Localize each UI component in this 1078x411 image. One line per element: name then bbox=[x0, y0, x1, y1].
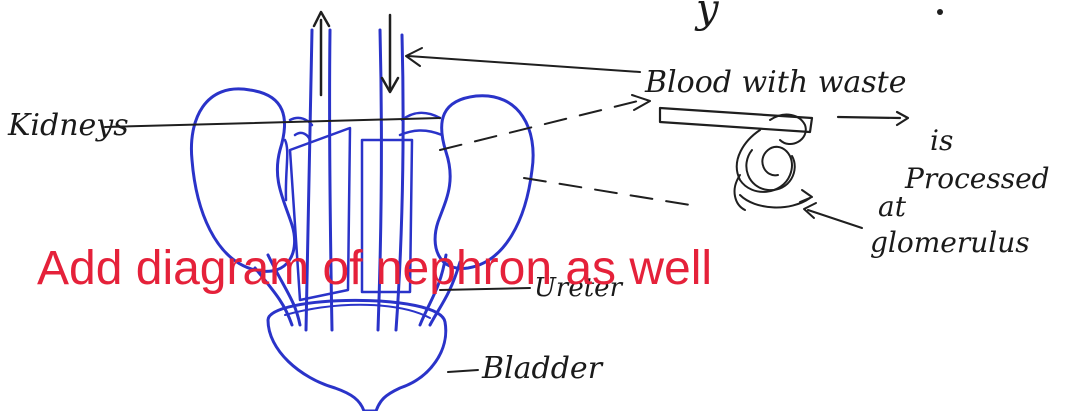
label-at: at bbox=[878, 190, 907, 223]
bladder-pointer bbox=[448, 370, 478, 372]
label-is: is bbox=[930, 124, 953, 157]
label-blood-with-waste: Blood with waste bbox=[644, 65, 906, 100]
review-annotation: Add diagram of nephron as well bbox=[37, 240, 777, 297]
blood-pointer bbox=[408, 56, 640, 72]
label-kidneys: Kidneys bbox=[7, 108, 129, 143]
kidneys-pointer bbox=[105, 118, 440, 127]
flow-arrows bbox=[314, 12, 398, 95]
kidney-to-glomerulus-dashes bbox=[440, 95, 690, 205]
label-processed: Processed bbox=[904, 162, 1050, 195]
bladder-shape bbox=[268, 300, 446, 411]
label-glomerulus: glomerulus bbox=[870, 226, 1030, 259]
glomerulus-sketch bbox=[660, 108, 908, 210]
title-dot bbox=[937, 9, 943, 15]
label-bladder: Bladder bbox=[481, 351, 604, 386]
glomerulus-pointer bbox=[808, 210, 862, 228]
title-fragment: y bbox=[694, 0, 720, 32]
